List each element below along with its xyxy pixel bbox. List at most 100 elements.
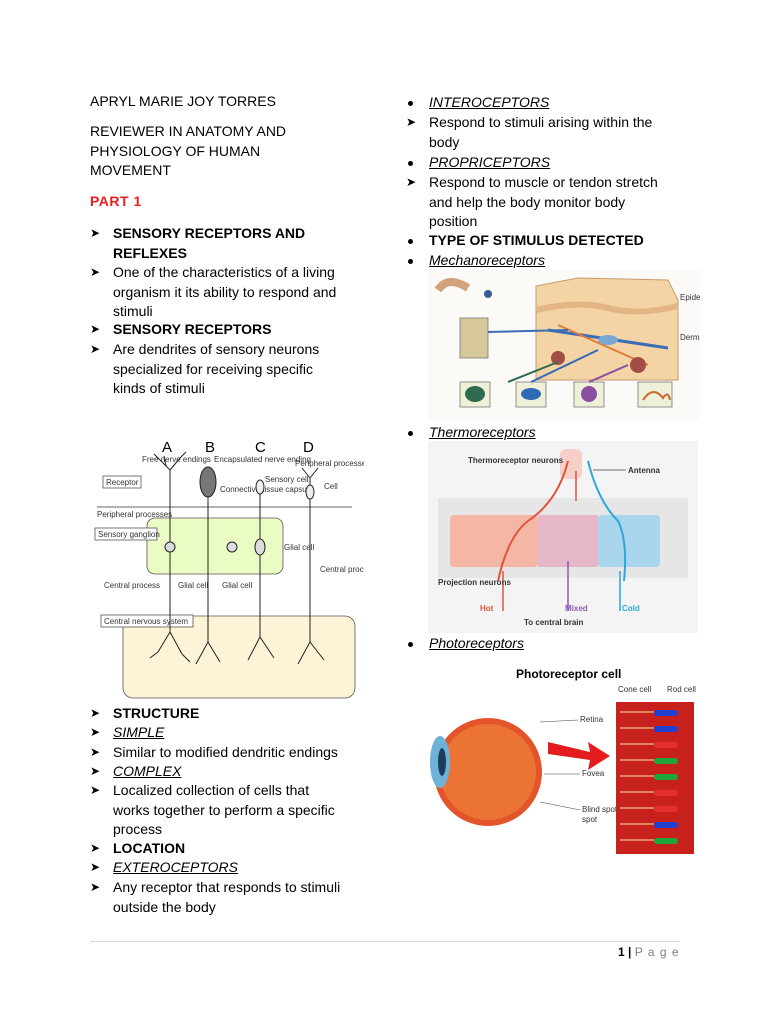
- author-name: APRYL MARIE JOY TORRES: [90, 93, 276, 109]
- arrow-bullet-icon: ➤: [90, 725, 101, 739]
- diagram-label: Receptor: [106, 478, 139, 487]
- document-title: REVIEWER IN ANATOMY AND PHYSIOLOGY OF HU…: [90, 122, 286, 181]
- diagram-letter: A: [162, 439, 172, 456]
- arrow-bullet-icon: ➤: [90, 880, 101, 894]
- text-line: specialized for receiving specific: [113, 360, 313, 377]
- proprioceptors-link: PROPRICEPTORS: [429, 154, 551, 170]
- receptor-box: [102, 475, 142, 489]
- exteroceptors-description: Any receptor that responds to stimuli ou…: [113, 878, 340, 917]
- diagram-label: Glial cell: [284, 543, 314, 552]
- part-heading: PART 1: [90, 193, 142, 209]
- simple-link: SIMPLE: [113, 724, 165, 740]
- sensory-receptor-diagram: A B C D Free nerve endings Encapsulated …: [94, 439, 364, 699]
- round-bullet-icon: [408, 239, 413, 244]
- diagram-label: Glial cell: [222, 581, 252, 590]
- interoceptors-link: INTEROCEPTORS: [429, 94, 550, 110]
- text-line: process: [113, 821, 163, 837]
- round-bullet-icon: [408, 161, 413, 166]
- diagram-label: Connective tissue capsule: [220, 485, 313, 494]
- svg-text:Epidermis: Epidermis: [680, 293, 700, 302]
- photo-label: Fovea: [582, 769, 605, 778]
- diagram-letter: D: [303, 439, 314, 456]
- page-separator: |: [628, 945, 632, 959]
- mechanoreceptors-link: Mechanoreceptors: [429, 252, 545, 268]
- location-heading: LOCATION: [113, 840, 186, 856]
- page-label: P a g e: [634, 945, 680, 959]
- photo-title: Photoreceptor cell: [516, 667, 621, 681]
- thermo-label: Projection neurons: [438, 578, 511, 587]
- photoreceptor-figure: Photoreceptor cell Cone cell Rod cell Re…: [430, 667, 696, 854]
- arrow-icon: [548, 742, 610, 770]
- heading-line: SENSORY RECEPTORS AND: [113, 225, 306, 241]
- diagram-label: Peripheral processes: [97, 510, 172, 519]
- proprioceptors-description: Respond to muscle or tendon stretch and …: [429, 173, 658, 232]
- text-line: body: [429, 133, 460, 150]
- footer-divider: [90, 941, 680, 942]
- sensory-heading: SENSORY RECEPTORS AND REFLEXES: [113, 224, 305, 263]
- arrow-bullet-icon: ➤: [90, 860, 101, 874]
- photo-label: Blind spot: [582, 805, 618, 814]
- diagram-letter: B: [205, 439, 215, 456]
- simple-description: Similar to modified dendritic endings: [113, 744, 338, 760]
- title-line: MOVEMENT: [90, 162, 171, 178]
- thermoreceptor-figure: Thermoreceptor neurons Antenna Projectio…: [428, 441, 698, 633]
- neuron-c: [247, 479, 275, 661]
- diagram-letter: C: [255, 439, 266, 456]
- photoreceptors-link: Photoreceptors: [429, 635, 524, 651]
- ganglion-label-box: [94, 527, 158, 541]
- arrow-bullet-icon: ➤: [406, 115, 417, 129]
- svg-text:spot: spot: [582, 815, 598, 824]
- arrow-bullet-icon: ➤: [90, 342, 101, 356]
- diagram-label: Sensory ganglion: [98, 530, 160, 539]
- heading-line: REFLEXES: [113, 244, 187, 261]
- text-line: works together to perform a specific: [113, 801, 335, 818]
- arrow-bullet-icon: ➤: [90, 322, 101, 336]
- diagram-label: Central nervous system: [104, 617, 188, 626]
- text-line: Are dendrites of sensory neurons: [113, 341, 320, 357]
- diagram-label: Encapsulated nerve ending: [214, 455, 311, 464]
- mechanoreceptor-figure: Epidermis Dermis: [428, 270, 700, 420]
- complex-link: COMPLEX: [113, 763, 182, 779]
- photoreceptor-cells: [620, 710, 678, 844]
- photo-label: Cone cell: [618, 685, 652, 694]
- receptors-description: Are dendrites of sensory neurons special…: [113, 340, 319, 399]
- page-number: 1: [618, 945, 625, 959]
- complex-description: Localized collection of cells that works…: [113, 781, 335, 840]
- text-line: kinds of stimuli: [113, 380, 205, 396]
- neuron-b: [195, 466, 238, 665]
- text-line: Respond to stimuli arising within the: [429, 114, 653, 130]
- text-line: position: [429, 213, 478, 229]
- arrow-bullet-icon: ➤: [406, 175, 417, 189]
- text-line: One of the characteristics of a living: [113, 264, 335, 280]
- ganglion-region: [146, 517, 284, 575]
- sensory-description: One of the characteristics of a living o…: [113, 263, 336, 322]
- text-line: Localized collection of cells that: [113, 782, 310, 798]
- diagram-label: Cell: [324, 482, 338, 491]
- thermo-label: Thermoreceptor neurons: [468, 456, 564, 465]
- receptors-heading: SENSORY RECEPTORS: [113, 321, 272, 337]
- svg-text:Dermis: Dermis: [680, 333, 700, 342]
- touch-object: [484, 290, 492, 298]
- diagram-label: Peripheral processes: [295, 459, 364, 468]
- text-line: organism it its ability to respond and: [113, 283, 337, 300]
- round-bullet-icon: [408, 101, 413, 106]
- arrow-bullet-icon: ➤: [90, 706, 101, 720]
- text-line: outside the body: [113, 898, 216, 915]
- arrow-bullet-icon: ➤: [90, 745, 101, 759]
- title-line: PHYSIOLOGY OF HUMAN: [90, 142, 261, 159]
- text-line: stimuli: [113, 303, 153, 319]
- text-line: and help the body monitor body: [429, 193, 626, 210]
- round-bullet-icon: [408, 642, 413, 647]
- diagram-label: Central process: [104, 581, 160, 590]
- title-line: REVIEWER IN ANATOMY AND: [90, 123, 287, 139]
- diagram-label: Sensory cell: [265, 475, 309, 484]
- round-bullet-icon: [408, 431, 413, 436]
- photo-label: Rod cell: [667, 685, 696, 694]
- structure-heading: STRUCTURE: [113, 705, 200, 721]
- arrow-bullet-icon: ➤: [90, 783, 101, 797]
- arrow-bullet-icon: ➤: [90, 226, 101, 240]
- arrow-bullet-icon: ➤: [90, 841, 101, 855]
- page-footer: 1 | P a g e: [618, 945, 680, 959]
- thermo-label: To central brain: [524, 618, 584, 627]
- inset-box: [459, 317, 489, 359]
